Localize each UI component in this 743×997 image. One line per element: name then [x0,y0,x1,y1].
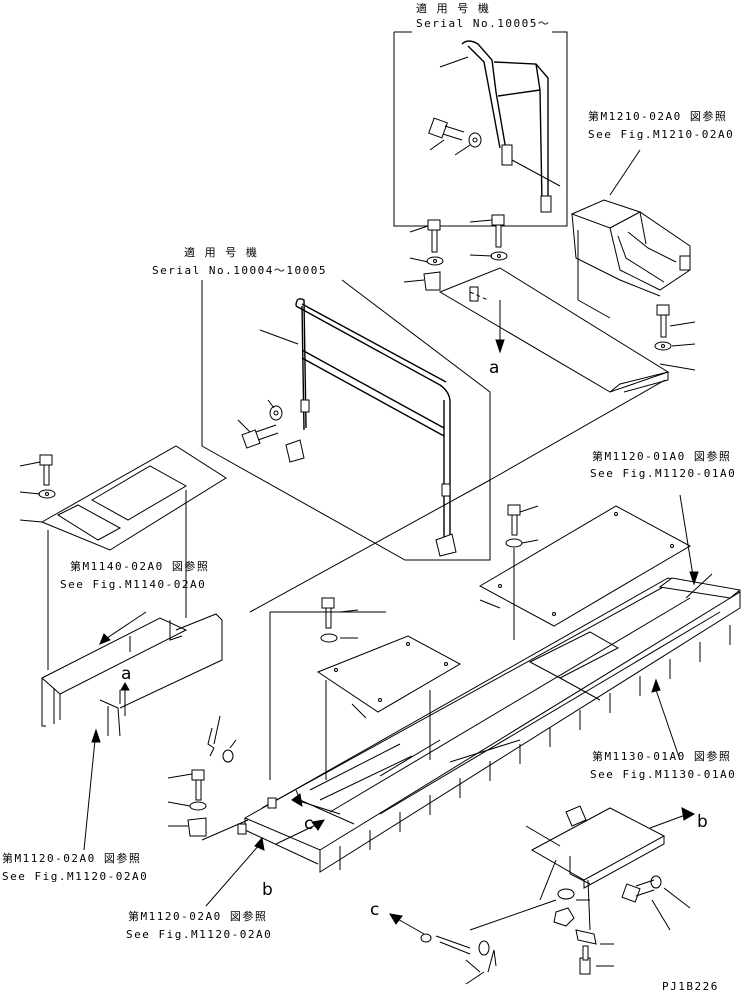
serial-mid-label: Serial No.10004～10005 [152,264,327,277]
ref-m1130-en: See Fig.M1130-01A0 [590,768,737,781]
bolt-set-2 [490,214,508,261]
ref-letter-c-mid: c [304,814,314,834]
washer [468,132,482,148]
ref-m1210-jp: 第M1210-02A0 図参照 [588,110,728,123]
ref-m1120-02-bot-en: See Fig.M1120-02A0 [126,928,273,941]
left-bolt-set [167,612,277,841]
serial-top-heading: 適 用 号 機 [416,2,491,15]
serial-top-label: Serial No.10005～ [416,17,551,30]
lower-step-plate [525,805,696,975]
bolt [428,117,448,139]
bolt-set-1 [423,219,444,291]
ref-m1130-jp: 第M1130-01A0 図参照 [592,750,732,763]
ref-letter-b-lower: b [262,880,273,900]
drawing-code: PJ1B226 [662,980,719,993]
upper-plate [403,214,696,393]
left-cover [19,445,227,670]
ref-m1120-02-bot-jp: 第M1120-02A0 図参照 [128,910,268,923]
ref-m1120-01-en: See Fig.M1120-01A0 [590,467,737,480]
ref-letter-a-left: a [121,664,132,684]
serial-mid-heading: 適 用 号 機 [184,246,259,259]
ref-letter-b-right: b [697,812,708,832]
top-inset [393,31,568,227]
center-plate [316,597,462,780]
ref-m1140-en: See Fig.M1140-02A0 [60,578,207,591]
left-frame [41,613,223,851]
ref-m1210-en: See Fig.M1210-02A0 [588,128,735,141]
step-assembly [570,149,691,319]
handrail-mid [295,298,307,429]
ref-m1140-jp: 第M1140-02A0 図参照 [70,560,210,573]
middle-inset [201,279,491,561]
right-plate [478,494,713,640]
lower-small-parts [389,899,557,985]
bolt-set-3 [654,304,672,351]
ref-letter-c-lower: c [370,900,380,920]
ref-m1120-01-jp: 第M1120-01A0 図参照 [592,450,732,463]
ref-letter-a-upper: a [489,358,500,378]
frame-bolts [339,625,731,870]
ref-m1120-02-left-en: See Fig.M1120-02A0 [2,870,149,883]
handrail-top [461,40,507,151]
ref-m1120-02-left-jp: 第M1120-02A0 図参照 [2,852,142,865]
bracket [501,144,513,166]
